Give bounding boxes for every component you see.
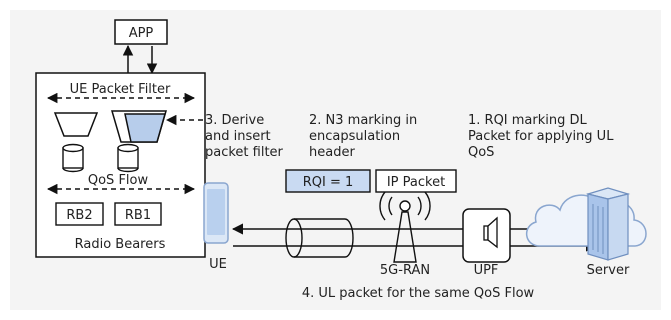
app-box: APP — [114, 19, 168, 45]
ip-packet-label: IP Packet — [387, 175, 445, 190]
step2-line2: encapsulation — [309, 129, 400, 144]
tunnel-icon — [285, 218, 354, 258]
queue-right-icon — [117, 143, 139, 173]
step4-text: 4. UL packet for the same QoS Flow — [302, 286, 535, 301]
step3-text: 3. Derive and insert packet filter — [205, 113, 284, 160]
rqi-box — [285, 169, 371, 193]
step3-line3: packet filter — [205, 145, 284, 160]
step1-text: 1. RQI marking DL Packet for applying UL… — [468, 113, 618, 160]
rqi-label: RQI = 1 — [303, 175, 354, 190]
upf-icon — [462, 208, 511, 263]
step2-text: 2. N3 marking in encapsulation header — [309, 113, 421, 160]
rb2-label: RB2 — [66, 208, 92, 223]
app-label: APP — [129, 26, 154, 41]
antenna-icon — [379, 191, 431, 263]
step1-line1: 1. RQI marking DL — [468, 113, 588, 128]
filter-funnel-left — [53, 112, 99, 137]
qos-flow-label: QoS Flow — [88, 173, 149, 188]
step3-line2: and insert — [205, 129, 271, 144]
radio-bearers-label: Radio Bearers — [75, 237, 166, 252]
server-label: Server — [587, 263, 630, 278]
ip-packet-box — [375, 169, 457, 193]
rb2-box — [55, 202, 104, 226]
ran-label: 5G-RAN — [380, 263, 430, 278]
step2-line3: header — [309, 145, 355, 160]
packet-filter-label: UE Packet Filter — [70, 82, 171, 97]
rb1-box — [114, 202, 162, 226]
upf-label: UPF — [474, 263, 499, 278]
ue-label: UE — [209, 257, 227, 272]
step3-line1: 3. Derive — [205, 113, 264, 128]
step2-line1: 2. N3 marking in — [309, 113, 417, 128]
queue-left-icon — [62, 143, 84, 173]
phone-icon — [203, 182, 229, 244]
step1-line3: QoS — [468, 145, 494, 160]
inserted-filter-highlight — [124, 113, 166, 143]
server-icon — [585, 187, 631, 261]
rb1-label: RB1 — [125, 208, 151, 223]
step1-line2: Packet for applying UL — [468, 129, 614, 144]
